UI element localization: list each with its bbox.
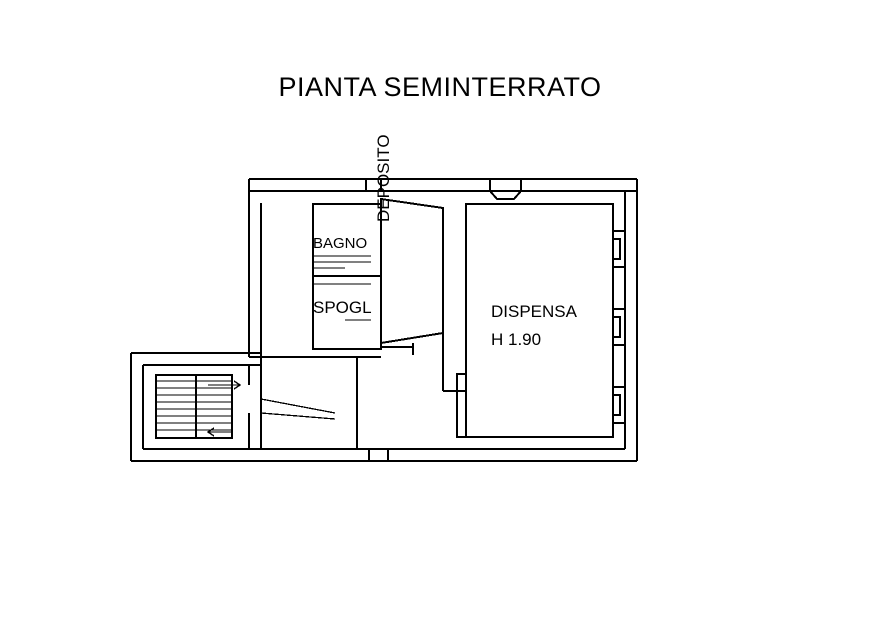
stair-direction-arrows bbox=[206, 380, 242, 437]
bottom-wall-opening bbox=[368, 449, 389, 461]
dispensa-left-niche bbox=[456, 373, 466, 392]
top-wall-openings bbox=[365, 179, 522, 200]
room-label-bagno: BAGNO bbox=[313, 235, 368, 252]
bagno-fixture-lines bbox=[313, 255, 371, 263]
page-title: PIANTA SEMINTERRATO bbox=[278, 72, 602, 102]
room-label-dispensa: DISPENSA bbox=[491, 302, 577, 321]
room-label-dispensa-height: H 1.90 bbox=[491, 330, 542, 349]
dispensa-column bbox=[456, 391, 466, 438]
deposito-bottom bbox=[380, 332, 444, 344]
right-wall-niches bbox=[613, 230, 625, 424]
room-label-deposito: DEPOSITO bbox=[374, 134, 393, 222]
stair-treads bbox=[156, 380, 232, 431]
room-label-spogl: SPOGL bbox=[313, 298, 372, 317]
corridor-door-marks bbox=[260, 398, 336, 420]
wall-top-inner bbox=[248, 179, 637, 192]
bagno-door-marks bbox=[313, 267, 371, 321]
